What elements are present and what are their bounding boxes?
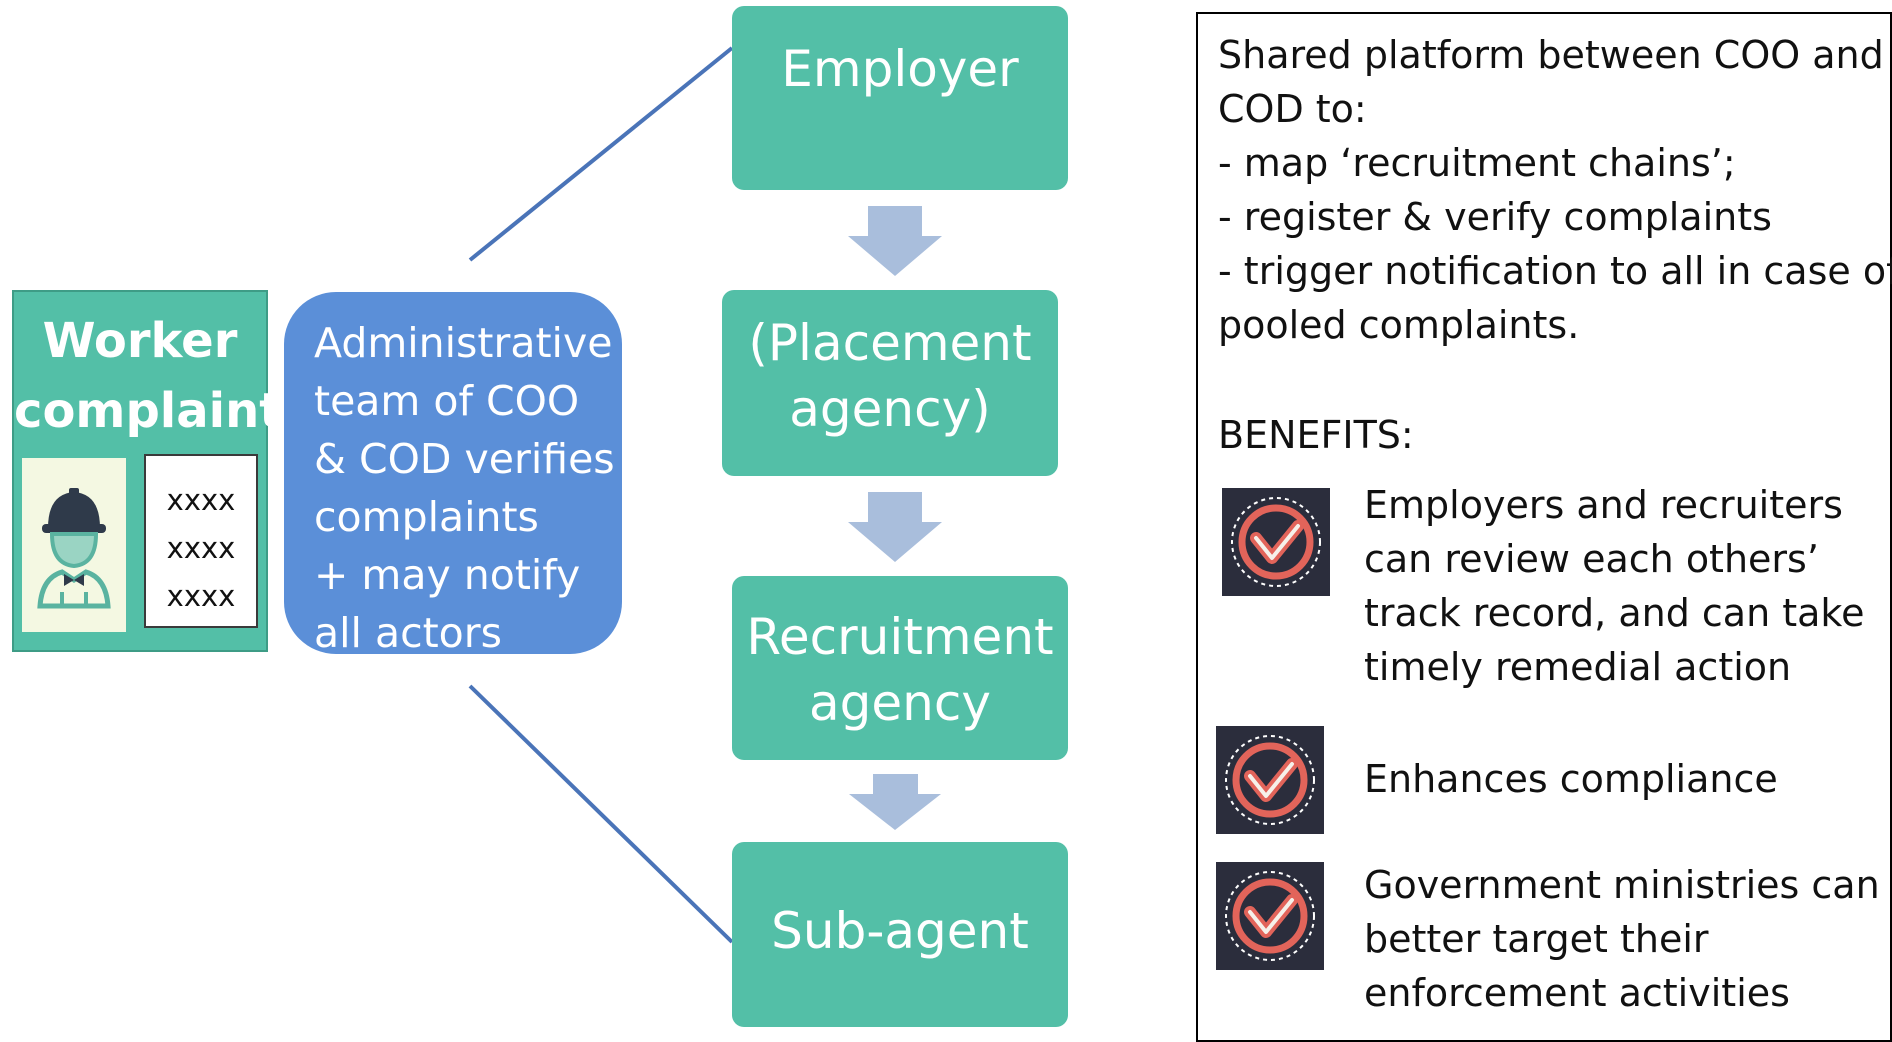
panel-intro-line: - register & verify complaints bbox=[1218, 195, 1772, 239]
benefit-line: enforcement activities bbox=[1364, 971, 1790, 1015]
chain-box-label: Employer bbox=[781, 40, 1019, 98]
down-arrow-icon bbox=[849, 774, 941, 830]
panel-intro-line: COD to: bbox=[1218, 87, 1367, 131]
note-line: xxxx bbox=[166, 531, 236, 565]
benefit-line: can review each others’ bbox=[1364, 537, 1819, 581]
worker-title-line: Worker bbox=[42, 313, 238, 369]
admin-text-line: & COD verifies bbox=[314, 435, 615, 483]
checkmark-badge-icon bbox=[1216, 726, 1324, 834]
panel-intro-line: pooled complaints. bbox=[1218, 303, 1580, 347]
benefit-text: Employers and recruiters can review each… bbox=[1364, 478, 1864, 694]
panel-intro-line: - trigger notification to all in case of bbox=[1218, 249, 1892, 293]
admin-text-line: all actors bbox=[314, 609, 502, 657]
benefit-text: Enhances compliance bbox=[1364, 752, 1778, 806]
admin-text-line: + may notify bbox=[314, 551, 581, 599]
worker-complaint-card: Worker complaint xxxx xxxx xxxx bbox=[12, 290, 283, 652]
chain-box-label: agency) bbox=[789, 380, 991, 438]
chain-box-label: Sub-agent bbox=[771, 902, 1029, 960]
worker-title-line: complaint bbox=[14, 383, 283, 439]
chain-box-label: agency bbox=[809, 674, 991, 732]
connector-line-to-employer bbox=[468, 46, 734, 262]
panel-intro-line: Shared platform between COO and bbox=[1218, 33, 1884, 77]
benefit-line: Employers and recruiters bbox=[1364, 483, 1843, 527]
complaint-note: xxxx xxxx xxxx bbox=[144, 454, 258, 628]
admin-text-line: complaints bbox=[314, 493, 539, 541]
admin-team-box: Administrative team of COO & COD verifie… bbox=[284, 292, 622, 657]
worker-complaint-title: Worker complaint bbox=[14, 306, 283, 446]
down-arrow-icon bbox=[848, 492, 942, 562]
chain-box-label: (Placement bbox=[748, 314, 1032, 372]
checkmark-badge-icon bbox=[1222, 488, 1330, 596]
benefit-line: timely remedial action bbox=[1364, 645, 1792, 689]
chain-box-label: Recruitment bbox=[746, 608, 1054, 666]
employer-box: Employer bbox=[732, 6, 1068, 190]
worker-avatar-icon bbox=[22, 458, 126, 632]
benefit-line: Government ministries can bbox=[1364, 863, 1880, 907]
panel-intro-line: - map ‘recruitment chains’; bbox=[1218, 141, 1736, 185]
benefit-line: Enhances compliance bbox=[1364, 757, 1778, 801]
note-line: xxxx bbox=[166, 483, 236, 517]
note-line: xxxx bbox=[166, 579, 236, 613]
admin-text-line: Administrative bbox=[314, 319, 613, 367]
admin-text-line: team of COO bbox=[314, 377, 580, 425]
recruitment-agency-box: Recruitment agency bbox=[732, 576, 1068, 760]
benefits-heading: BENEFITS: bbox=[1218, 413, 1414, 457]
benefit-text: Government ministries can better target … bbox=[1364, 858, 1880, 1020]
down-arrow-icon bbox=[848, 206, 942, 276]
shared-platform-panel: Shared platform between COO and COD to: … bbox=[1196, 12, 1892, 1042]
checkmark-badge-icon bbox=[1216, 862, 1324, 970]
benefit-line: better target their bbox=[1364, 917, 1709, 961]
benefit-line: track record, and can take bbox=[1364, 591, 1865, 635]
placement-agency-box: (Placement agency) bbox=[722, 290, 1058, 476]
connector-line-to-subagent bbox=[468, 684, 734, 944]
sub-agent-box: Sub-agent bbox=[732, 842, 1068, 1027]
